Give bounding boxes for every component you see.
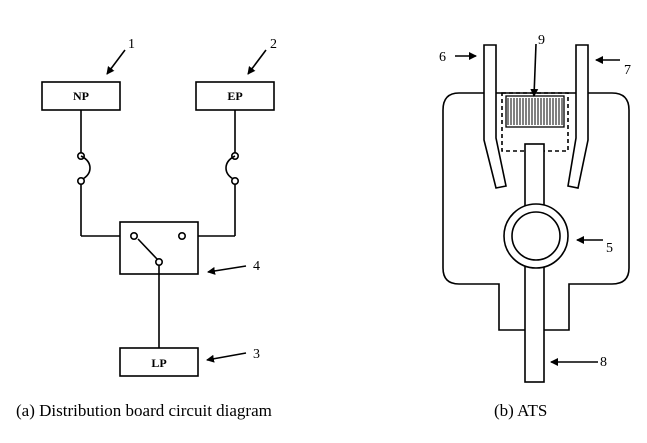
switch-contact-np bbox=[130, 232, 139, 241]
switch-blade bbox=[137, 238, 158, 260]
callout-label-5: 5 bbox=[606, 241, 613, 256]
lp-label: LP bbox=[151, 356, 166, 370]
callout-label-8: 8 bbox=[600, 355, 607, 370]
caption-a: (a) Distribution board circuit diagram bbox=[16, 401, 272, 420]
callout-label-4: 4 bbox=[253, 259, 260, 274]
solenoid-inner bbox=[511, 211, 561, 261]
caption-b: (b) ATS bbox=[494, 401, 547, 420]
switch-contact-common bbox=[155, 257, 164, 266]
arc-chute-plates bbox=[505, 95, 565, 128]
callout-arrow-1 bbox=[106, 49, 126, 75]
callout-arrow-3 bbox=[206, 352, 247, 363]
ep-breaker-bottom-contact bbox=[231, 177, 240, 186]
callout-arrow-2 bbox=[247, 49, 267, 75]
callout-arrow-9 bbox=[530, 43, 539, 97]
ats-diagram bbox=[442, 43, 630, 383]
callout-label-7: 7 bbox=[624, 63, 631, 78]
np-breaker-bottom-contact bbox=[77, 177, 86, 186]
np-label: NP bbox=[73, 89, 89, 103]
terminal-7-contact bbox=[567, 44, 589, 189]
ep-label: EP bbox=[227, 89, 242, 103]
switch-contact-ep bbox=[178, 232, 187, 241]
callout-label-9: 9 bbox=[538, 33, 545, 48]
callout-label-6: 6 bbox=[439, 50, 446, 65]
callout-label-2: 2 bbox=[270, 37, 277, 52]
terminal-6-contact bbox=[483, 44, 507, 189]
callout-arrow-4 bbox=[207, 265, 247, 275]
distribution-board-diagram bbox=[41, 49, 275, 377]
callout-label-3: 3 bbox=[253, 347, 260, 362]
callout-label-1: 1 bbox=[128, 37, 135, 52]
